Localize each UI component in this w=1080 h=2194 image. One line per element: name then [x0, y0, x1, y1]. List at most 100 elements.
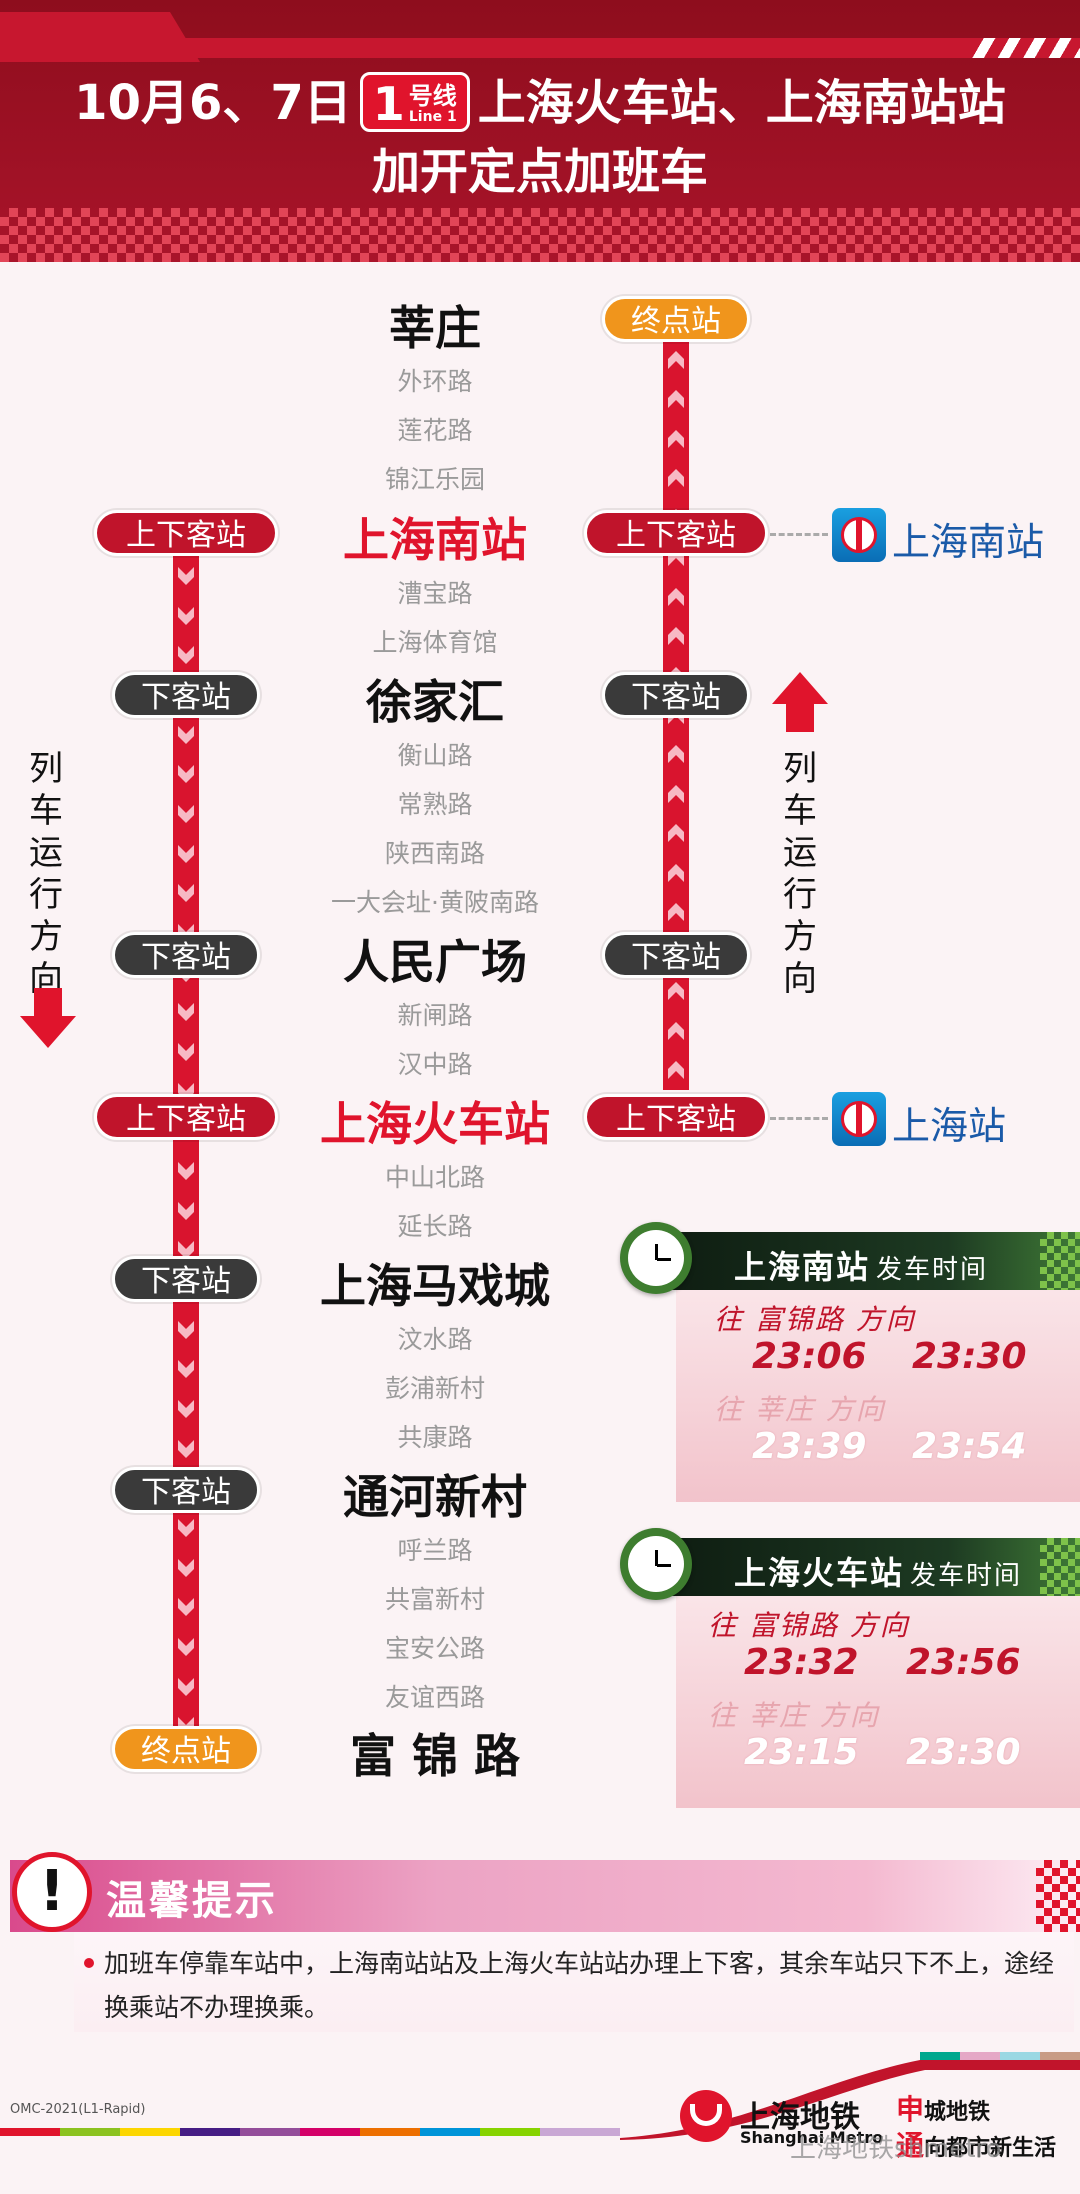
chevron-up-icon	[668, 903, 684, 922]
header-top-bar	[0, 38, 1080, 58]
slogan-line-1: 申城地铁	[896, 2088, 990, 2128]
station-hanzhonglu: 汉中路	[397, 1050, 473, 1079]
chevron-up-icon	[668, 784, 684, 803]
clock-icon	[620, 1528, 692, 1600]
chevron-down-icon	[178, 1399, 194, 1418]
chevron-up-icon	[668, 745, 684, 764]
pill-terminal-xinzhuang: 终点站	[602, 296, 750, 342]
chevron-down-icon	[178, 606, 194, 625]
chevron-down-icon	[178, 844, 194, 863]
chevron-up-icon	[668, 1021, 684, 1040]
station-pengpu-xincun: 彭浦新村	[384, 1374, 485, 1403]
station-huangpi-south: 一大会址·黄陂南路	[331, 888, 539, 917]
station-xinzhalu: 新闸路	[397, 1001, 473, 1030]
station-youyi-west: 友谊西路	[384, 1683, 485, 1712]
station-hulanlu: 呼兰路	[397, 1536, 473, 1565]
page-subtitle: 加开定点加班车	[371, 144, 708, 200]
title-stations: 上海火车站、上海南站站	[477, 75, 1006, 131]
line-color-stripe	[420, 2128, 480, 2136]
timetable-south-suffix: 发车时间	[876, 1255, 989, 1285]
main-dir2: 往 莘庄 方向	[708, 1699, 880, 1732]
station-waihuanlu: 外环路	[397, 367, 473, 396]
chevron-down-icon	[178, 1360, 194, 1379]
notice-title: 温馨提示	[106, 1878, 278, 1924]
chevron-down-icon	[178, 1518, 194, 1537]
direction-label-northbound: 列车运行方向	[783, 749, 817, 999]
pill-alight-circus-world: 下客站	[112, 1256, 260, 1302]
metro-name-en: Shanghai Metro	[740, 2128, 884, 2147]
slogan-text-1: 城地铁	[924, 2100, 991, 2125]
line-color-stripe	[120, 2128, 180, 2136]
station-wenshuilu: 汶水路	[397, 1325, 473, 1354]
station-peoples-square: 人民广场	[343, 935, 527, 989]
chevron-down-icon	[178, 884, 194, 903]
chevron-up-icon	[668, 982, 684, 1001]
chevron-down-icon	[178, 1439, 194, 1458]
pill-alight-peoples-square-left: 下客站	[112, 932, 260, 978]
chevron-down-icon	[178, 1201, 194, 1220]
station-zhongshan-north: 中山北路	[384, 1163, 485, 1192]
route-line-southbound	[173, 556, 199, 1746]
pill-alight-peoples-square-right: 下客站	[602, 932, 750, 978]
timetable-south-panel	[676, 1262, 1080, 1502]
pill-terminal-fujinlu: 终点站	[112, 1726, 260, 1772]
station-shaanxi-south: 陕西南路	[384, 839, 485, 868]
notice-panel	[74, 1932, 1074, 2032]
chevron-up-icon	[668, 469, 684, 488]
chevron-down-icon	[178, 1241, 194, 1260]
chevron-down-icon	[178, 1558, 194, 1577]
shanghai-metro-logo	[680, 2090, 732, 2142]
chevron-down-icon	[178, 1637, 194, 1656]
chevron-down-icon	[178, 1598, 194, 1617]
chevron-down-icon	[178, 566, 194, 585]
timetable-south-title: 上海南站发车时间	[734, 1242, 988, 1288]
chevron-down-icon	[178, 1320, 194, 1339]
direction-label-southbound: 列车运行方向	[29, 749, 63, 999]
arrow-up-icon	[772, 672, 828, 732]
station-jinjiangleyuan: 锦江乐园	[384, 465, 485, 494]
chevron-up-icon	[668, 627, 684, 646]
station-shanghai-stadium: 上海体育馆	[372, 628, 498, 657]
arrow-down-icon	[20, 988, 76, 1048]
railway-station-icon	[832, 508, 886, 562]
main-dir1-time1: 23:32	[744, 1642, 859, 1683]
line-color-stripe	[60, 2128, 120, 2136]
chevron-down-icon	[178, 1042, 194, 1061]
notice-header-bar	[10, 1860, 1080, 1932]
document-code: OMC-2021(L1-Rapid)	[10, 2102, 146, 2117]
timetable-main-suffix: 发车时间	[910, 1561, 1023, 1591]
station-lianhualu: 莲花路	[397, 416, 473, 445]
line-number: 1	[372, 77, 405, 131]
chevron-up-icon	[668, 390, 684, 409]
station-shanghai-railway: 上海火车站	[320, 1097, 550, 1151]
chevron-up-icon	[668, 350, 684, 369]
footer-wave-decoration	[620, 2052, 1080, 2140]
line-color-stripe	[0, 2128, 60, 2136]
interchange-connector-main	[770, 1117, 828, 1120]
pill-alight-xujiahui-right: 下客站	[602, 672, 750, 718]
chevron-up-icon	[668, 587, 684, 606]
chevron-up-icon	[668, 429, 684, 448]
line-color-stripe	[180, 2128, 240, 2136]
south-dir2-time2: 23:54	[912, 1426, 1027, 1467]
interchange-connector-south	[770, 533, 828, 536]
timetable-main-header: 上海火车站发车时间	[640, 1538, 1080, 1596]
station-yanchanglu: 延长路	[397, 1212, 473, 1241]
chevron-down-icon	[178, 765, 194, 784]
main-dir2-time1: 23:15	[744, 1732, 859, 1773]
station-shanghai-south: 上海南站	[343, 513, 527, 567]
pill-alight-tonghe-xincun: 下客站	[112, 1467, 260, 1513]
chevron-down-icon	[178, 725, 194, 744]
slogan-char-1: 申	[896, 2093, 925, 2126]
slogan-text-2: 向都市新生活	[924, 2136, 1057, 2161]
line-color-stripe	[240, 2128, 300, 2136]
line-label-en: Line 1	[408, 109, 457, 125]
line-color-stripe	[360, 2128, 420, 2136]
station-gongkanglu: 共康路	[397, 1423, 473, 1452]
pill-board-alight-shanghai-railway-right: 上下客站	[584, 1094, 768, 1140]
main-dir1-time2: 23:56	[906, 1642, 1021, 1683]
station-fujinlu: 富 锦 路	[349, 1729, 521, 1783]
